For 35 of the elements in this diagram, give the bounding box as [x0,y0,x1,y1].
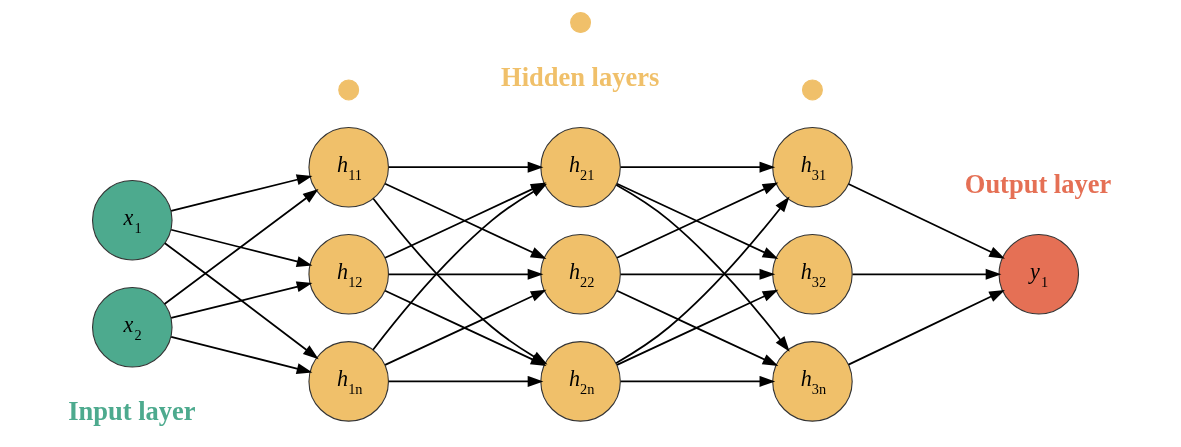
arrow [387,161,544,173]
arrow [619,161,776,173]
label: Input layer [68,396,196,427]
node-circle: h$_{1n}$ [308,341,389,422]
node-circle [570,12,592,34]
node-circle: y$_{1}$ [998,234,1080,315]
node-circle: h$_{21}$ [540,126,621,208]
node-circle: h$_{2n}$ [540,341,621,422]
arrow [616,289,779,366]
arrow [619,268,776,280]
arrow [616,182,779,259]
arrow [170,174,313,212]
arrow [851,268,1002,280]
node-circle [801,79,823,101]
node-circle: x$_{1}$ [92,179,173,261]
label: Output layer [964,168,1112,199]
arrow [619,375,776,387]
arrow [387,268,544,280]
arrow [847,289,1005,366]
arrow [847,183,1005,259]
node-circle: h$_{22}$ [540,234,621,315]
arrow [170,335,313,374]
node-circle: x$_{2}$ [92,287,173,368]
arrow [163,188,319,305]
arrow [387,375,544,387]
node-circle: h$_{12}$ [308,234,389,315]
node-circle: h$_{32}$ [772,234,853,315]
node-circle: h$_{11}$ [308,126,389,208]
node-circle [338,79,360,101]
node-circle: h$_{3n}$ [772,341,853,422]
arrow [170,281,313,319]
label: Hidden layers [501,61,660,92]
arrow [164,242,319,360]
arrow [170,228,313,267]
node-circle: h$_{31}$ [772,126,853,208]
